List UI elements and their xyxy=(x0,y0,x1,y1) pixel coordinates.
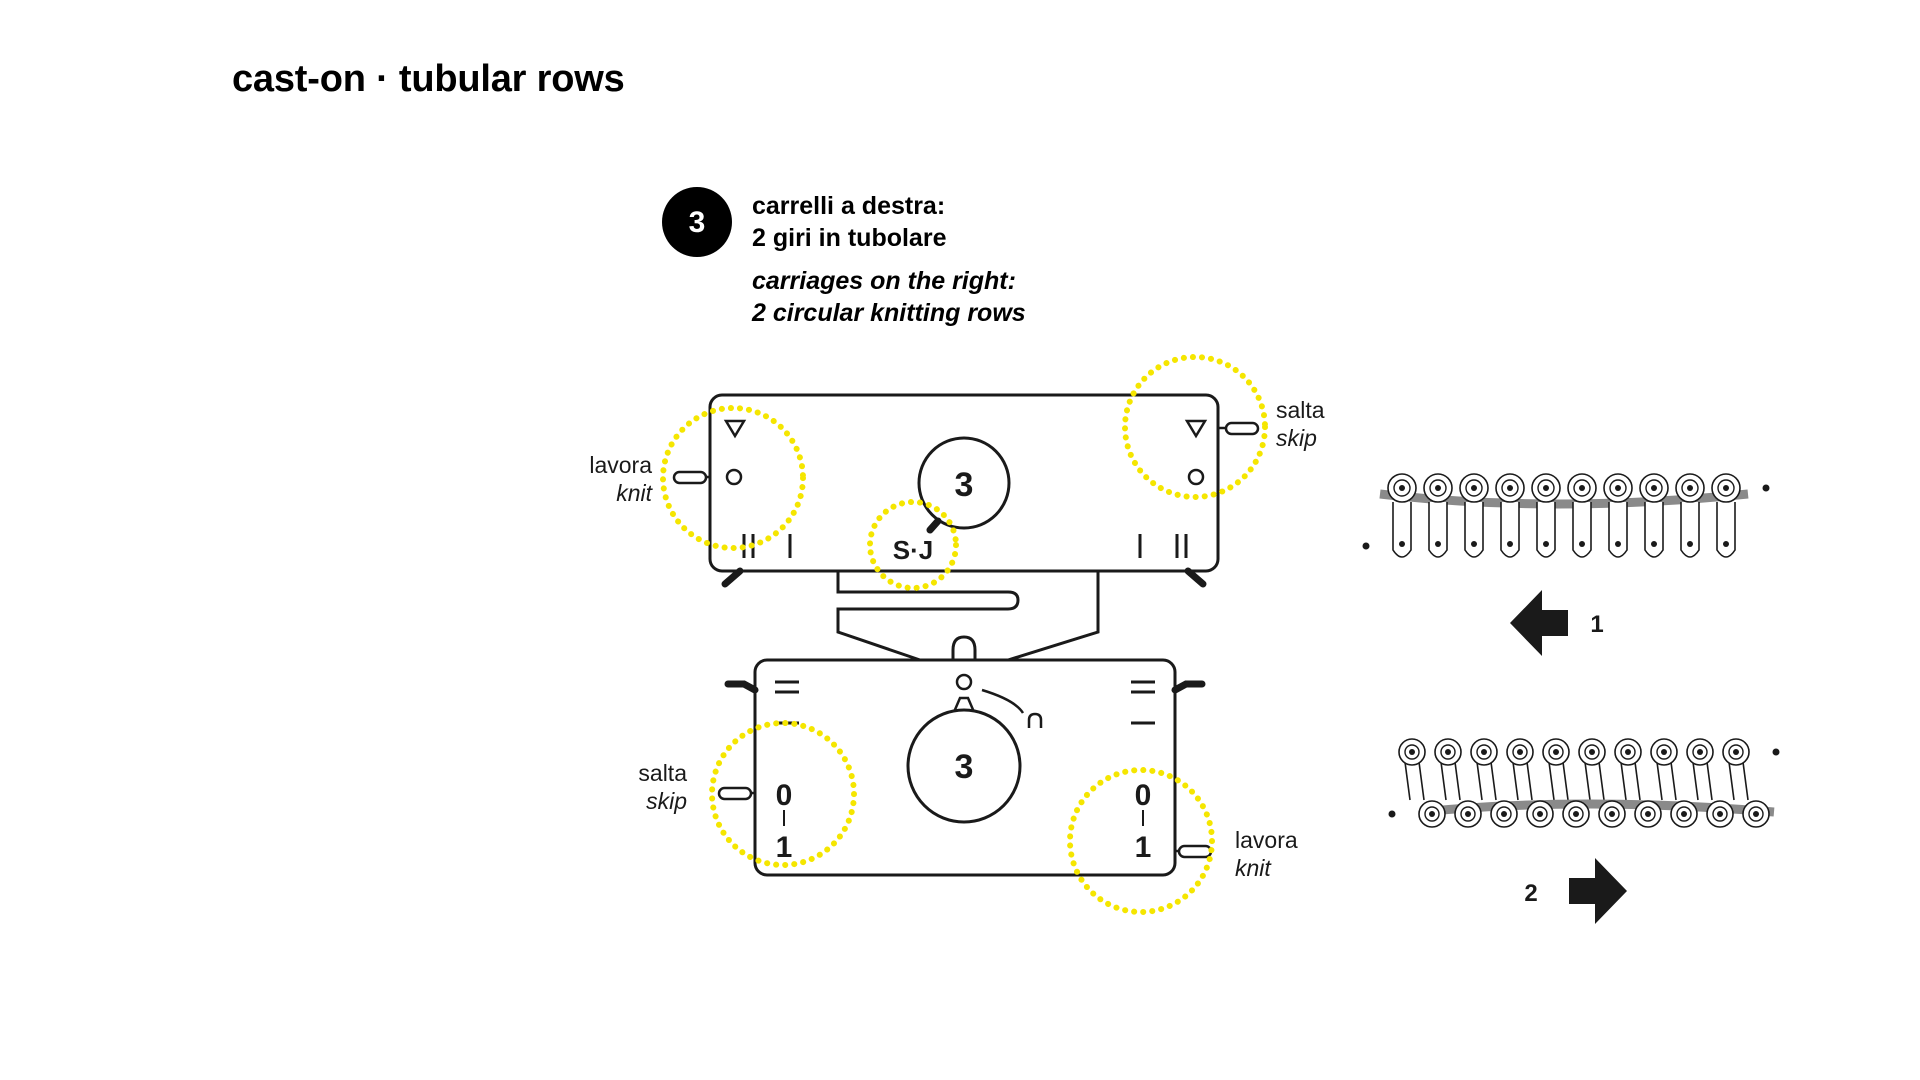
arrow-left-icon xyxy=(1510,590,1568,656)
lower-dial[interactable] xyxy=(906,708,1022,824)
lower-left-scale-bottom: 1 xyxy=(776,831,793,864)
lower-dial-value: 3 xyxy=(955,748,974,786)
lower-left-highlight xyxy=(709,720,857,868)
lower-right-scale-top: 0 xyxy=(1135,779,1152,812)
step-badge xyxy=(662,187,732,257)
step-it-line-2: 2 giri in tubolare xyxy=(752,224,947,252)
lower-left-lever-label-en: skip xyxy=(646,788,687,814)
step-number: 3 xyxy=(689,206,706,239)
row-1-number: 1 xyxy=(1590,611,1603,638)
row-1-direction: 1 xyxy=(1510,590,1604,656)
page-title: cast-on · tubular rows xyxy=(232,58,625,100)
step-header: 3 carrelli a destra: 2 giri in tubolare … xyxy=(662,187,1026,327)
upper-right-foot xyxy=(1184,567,1207,588)
lower-left-lever[interactable] xyxy=(717,786,753,801)
upper-dial[interactable] xyxy=(917,436,1011,530)
lower-arc-icon xyxy=(981,688,1025,714)
step-en-line-2: 2 circular knitting rows xyxy=(751,299,1026,327)
row-1-stitch-leg xyxy=(1392,502,1412,558)
lower-left-hook xyxy=(724,680,759,694)
lower-pointer-icon xyxy=(952,696,976,713)
row-1-stitch-leg xyxy=(1464,502,1484,558)
stitch-row-1 xyxy=(1362,473,1770,558)
stitch-row-2 xyxy=(1388,738,1780,828)
upper-right-triangle-icon xyxy=(1184,419,1208,439)
upper-dial-value: 3 xyxy=(955,466,974,504)
row-1-stitch-leg xyxy=(1716,502,1736,558)
upper-left-highlight xyxy=(660,405,806,551)
upper-right-cam-icon xyxy=(1187,468,1205,486)
lower-knob-icon xyxy=(955,673,973,691)
upper-setting-highlight xyxy=(867,499,959,591)
row-1-stitch-leg xyxy=(1644,502,1664,558)
upper-left-foot xyxy=(721,567,744,588)
lower-left-scale-top: 0 xyxy=(776,779,793,812)
row-2-direction: 2 xyxy=(1524,858,1627,924)
upper-carriage: 3 S·J lavora knit salta skip xyxy=(589,354,1325,591)
lower-right-scale-bottom: 1 xyxy=(1135,831,1152,864)
lower-carriage: 3 0 1 0 1 salta skip lavora knit xyxy=(638,658,1298,915)
upper-setting-label: S·J xyxy=(893,535,933,565)
upper-left-lever[interactable] xyxy=(672,470,708,485)
arrow-right-icon xyxy=(1569,858,1627,924)
upper-left-triangle-icon xyxy=(723,419,747,439)
upper-right-lever-label-it: salta xyxy=(1276,397,1325,423)
lower-right-lever-label-en: knit xyxy=(1235,855,1272,881)
carriage-connector xyxy=(836,570,1100,662)
row-1-stitch-leg xyxy=(1608,502,1628,558)
upper-right-highlight xyxy=(1122,354,1268,500)
row-1-stitch-leg xyxy=(1680,502,1700,558)
row-1-stitch-leg xyxy=(1500,502,1520,558)
row-2-number: 2 xyxy=(1524,880,1537,907)
lower-u-icon xyxy=(1027,712,1043,728)
row-1-stitch-leg xyxy=(1428,502,1448,558)
upper-dial-pointer xyxy=(926,517,942,534)
upper-left-cam-icon xyxy=(725,468,743,486)
lower-right-highlight xyxy=(1067,767,1215,915)
row-1-stitch-leg xyxy=(1572,502,1592,558)
upper-right-lever[interactable] xyxy=(1224,421,1260,436)
row-1-stitch-leg xyxy=(1536,502,1556,558)
upper-left-lever-label-en: knit xyxy=(616,480,653,506)
lower-right-lever[interactable] xyxy=(1177,844,1213,859)
upper-right-lever-label-en: skip xyxy=(1276,425,1317,451)
lower-right-lever-label-it: lavora xyxy=(1235,827,1298,853)
lower-right-hook xyxy=(1171,680,1206,694)
step-it-line-1: carrelli a destra: xyxy=(752,192,945,220)
lower-left-lever-label-it: salta xyxy=(638,760,687,786)
step-en-line-1: carriages on the right: xyxy=(752,267,1016,295)
upper-left-lever-label-it: lavora xyxy=(589,452,652,478)
